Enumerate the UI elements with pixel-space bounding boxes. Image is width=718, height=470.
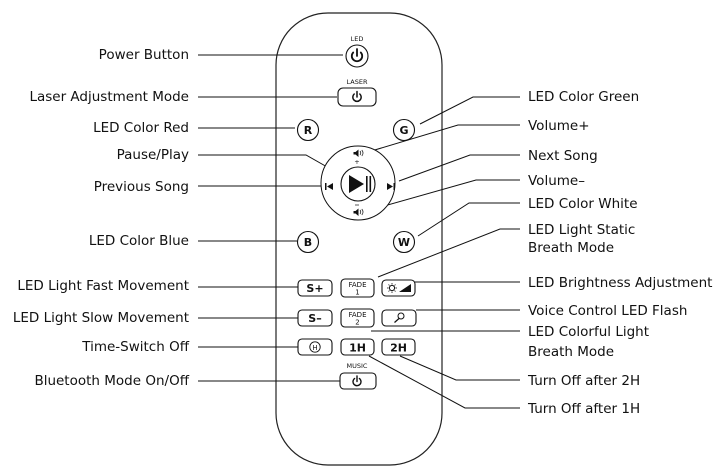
label-volume-plus: Volume+ (528, 118, 590, 134)
laser-button[interactable] (337, 87, 377, 107)
pause-play-button[interactable] (340, 166, 376, 202)
microphone-icon (394, 312, 405, 323)
label-led-colorful-breath-line2: Breath Mode (528, 344, 614, 360)
color-blue-button-label: B (304, 236, 312, 249)
label-voice-control-flash: Voice Control LED Flash (528, 303, 687, 319)
time-switch-button[interactable]: H (297, 338, 333, 356)
skip-forward-icon (387, 183, 395, 190)
timer-h-icon: H (309, 341, 321, 353)
callout-led-green: LED Color Green (419, 89, 639, 125)
skip-back-icon (325, 183, 333, 190)
fade2-label: FADE (349, 311, 367, 319)
speaker-icon (353, 149, 359, 157)
led-caption: LED (351, 35, 364, 43)
music-caption: MUSIC (347, 362, 368, 370)
callout-led-white: LED Color White (417, 196, 638, 237)
power-icon (352, 90, 362, 103)
callout-power-button: Power Button (99, 47, 343, 63)
label-previous-song: Previous Song (94, 179, 189, 195)
label-next-song: Next Song (528, 148, 598, 164)
fade2-button[interactable]: FADE 2 (340, 308, 375, 328)
callout-led-brightness: LED Brightness Adjustment (415, 275, 712, 291)
color-white-button-label: W (398, 236, 410, 249)
next-song-button[interactable] (387, 183, 395, 190)
callout-bluetooth-mode: Bluetooth Mode On/Off (34, 373, 342, 389)
label-pause-play: Pause/Play (117, 147, 189, 163)
color-green-button-label: G (399, 124, 408, 137)
label-led-slow-movement: LED Light Slow Movement (13, 310, 189, 326)
callout-led-red: LED Color Red (93, 120, 295, 136)
label-laser-adjustment: Laser Adjustment Mode (29, 89, 189, 105)
callout-next-song: Next Song (398, 148, 598, 182)
svg-text:H: H (312, 344, 317, 352)
power-icon (352, 375, 362, 387)
volume-down-button[interactable] (353, 204, 364, 216)
speed-up-button[interactable]: S+ (297, 279, 333, 297)
label-led-colorful-breath-line1: LED Colorful Light (528, 324, 649, 340)
label-power-button: Power Button (99, 47, 189, 63)
fade1-button[interactable]: FADE 1 (340, 278, 375, 298)
previous-song-button[interactable] (325, 183, 333, 190)
callout-time-switch-off: Time-Switch Off (81, 339, 298, 355)
callout-turn-off-2h: Turn Off after 2H (399, 355, 640, 389)
color-blue-button[interactable]: B (296, 230, 320, 254)
voice-control-button[interactable] (381, 309, 417, 327)
timer-2h-label: 2H (390, 342, 407, 355)
play-pause-icon (349, 175, 372, 193)
label-led-static-breath-line1: LED Light Static (528, 222, 635, 238)
bluetooth-mode-button[interactable] (339, 372, 377, 390)
speed-up-label: S+ (306, 282, 323, 295)
label-led-fast-movement: LED Light Fast Movement (17, 278, 189, 294)
speed-down-button[interactable]: S– (297, 309, 333, 327)
callout-led-colorful-breath: LED Colorful Light Breath Mode (371, 324, 649, 360)
callout-previous-song: Previous Song (94, 179, 322, 195)
color-green-button[interactable]: G (392, 118, 416, 142)
volume-up-button[interactable]: + (353, 149, 364, 167)
color-white-button[interactable]: W (392, 230, 416, 254)
callout-voice-control-flash: Voice Control LED Flash (416, 303, 687, 319)
callout-volume-minus: Volume– (369, 173, 585, 211)
label-bluetooth-mode: Bluetooth Mode On/Off (34, 373, 189, 389)
callout-led-fast-movement: LED Light Fast Movement (17, 278, 298, 294)
color-red-button-label: R (304, 124, 313, 137)
fade2-number: 2 (355, 319, 359, 327)
speaker-icon (353, 208, 359, 216)
fade1-label: FADE (349, 281, 367, 289)
sun-brightness-icon (387, 283, 411, 293)
timer-2h-button[interactable]: 2H (381, 338, 416, 356)
label-led-color-blue: LED Color Blue (89, 233, 189, 249)
label-led-color-green: LED Color Green (528, 89, 639, 105)
callout-laser-adjustment: Laser Adjustment Mode (29, 89, 337, 105)
power-button[interactable] (345, 44, 369, 68)
timer-1h-button[interactable]: 1H (340, 338, 375, 356)
callout-turn-off-1h: Turn Off after 1H (368, 355, 640, 417)
navigation-ring: + (320, 145, 396, 221)
callout-volume-plus: Volume+ (367, 118, 590, 153)
label-led-static-breath-line2: Breath Mode (528, 240, 614, 256)
color-red-button[interactable]: R (296, 118, 320, 142)
speed-down-label: S– (308, 312, 321, 325)
power-icon (350, 48, 364, 63)
fade1-number: 1 (355, 289, 359, 297)
callout-led-blue: LED Color Blue (89, 233, 297, 249)
label-turn-off-1h: Turn Off after 1H (527, 401, 640, 417)
label-turn-off-2h: Turn Off after 2H (527, 373, 640, 389)
label-led-color-white: LED Color White (528, 196, 638, 212)
label-time-switch-off: Time-Switch Off (81, 339, 189, 355)
brightness-button[interactable] (381, 279, 416, 297)
label-led-color-red: LED Color Red (93, 120, 189, 136)
label-led-brightness: LED Brightness Adjustment (528, 275, 712, 291)
label-volume-minus: Volume– (528, 173, 585, 189)
callout-led-slow-movement: LED Light Slow Movement (13, 310, 298, 326)
callout-led-static-breath: LED Light Static Breath Mode (377, 222, 635, 278)
timer-1h-label: 1H (349, 342, 366, 355)
svg-text:+: + (354, 158, 359, 166)
laser-caption: LASER (347, 78, 368, 86)
